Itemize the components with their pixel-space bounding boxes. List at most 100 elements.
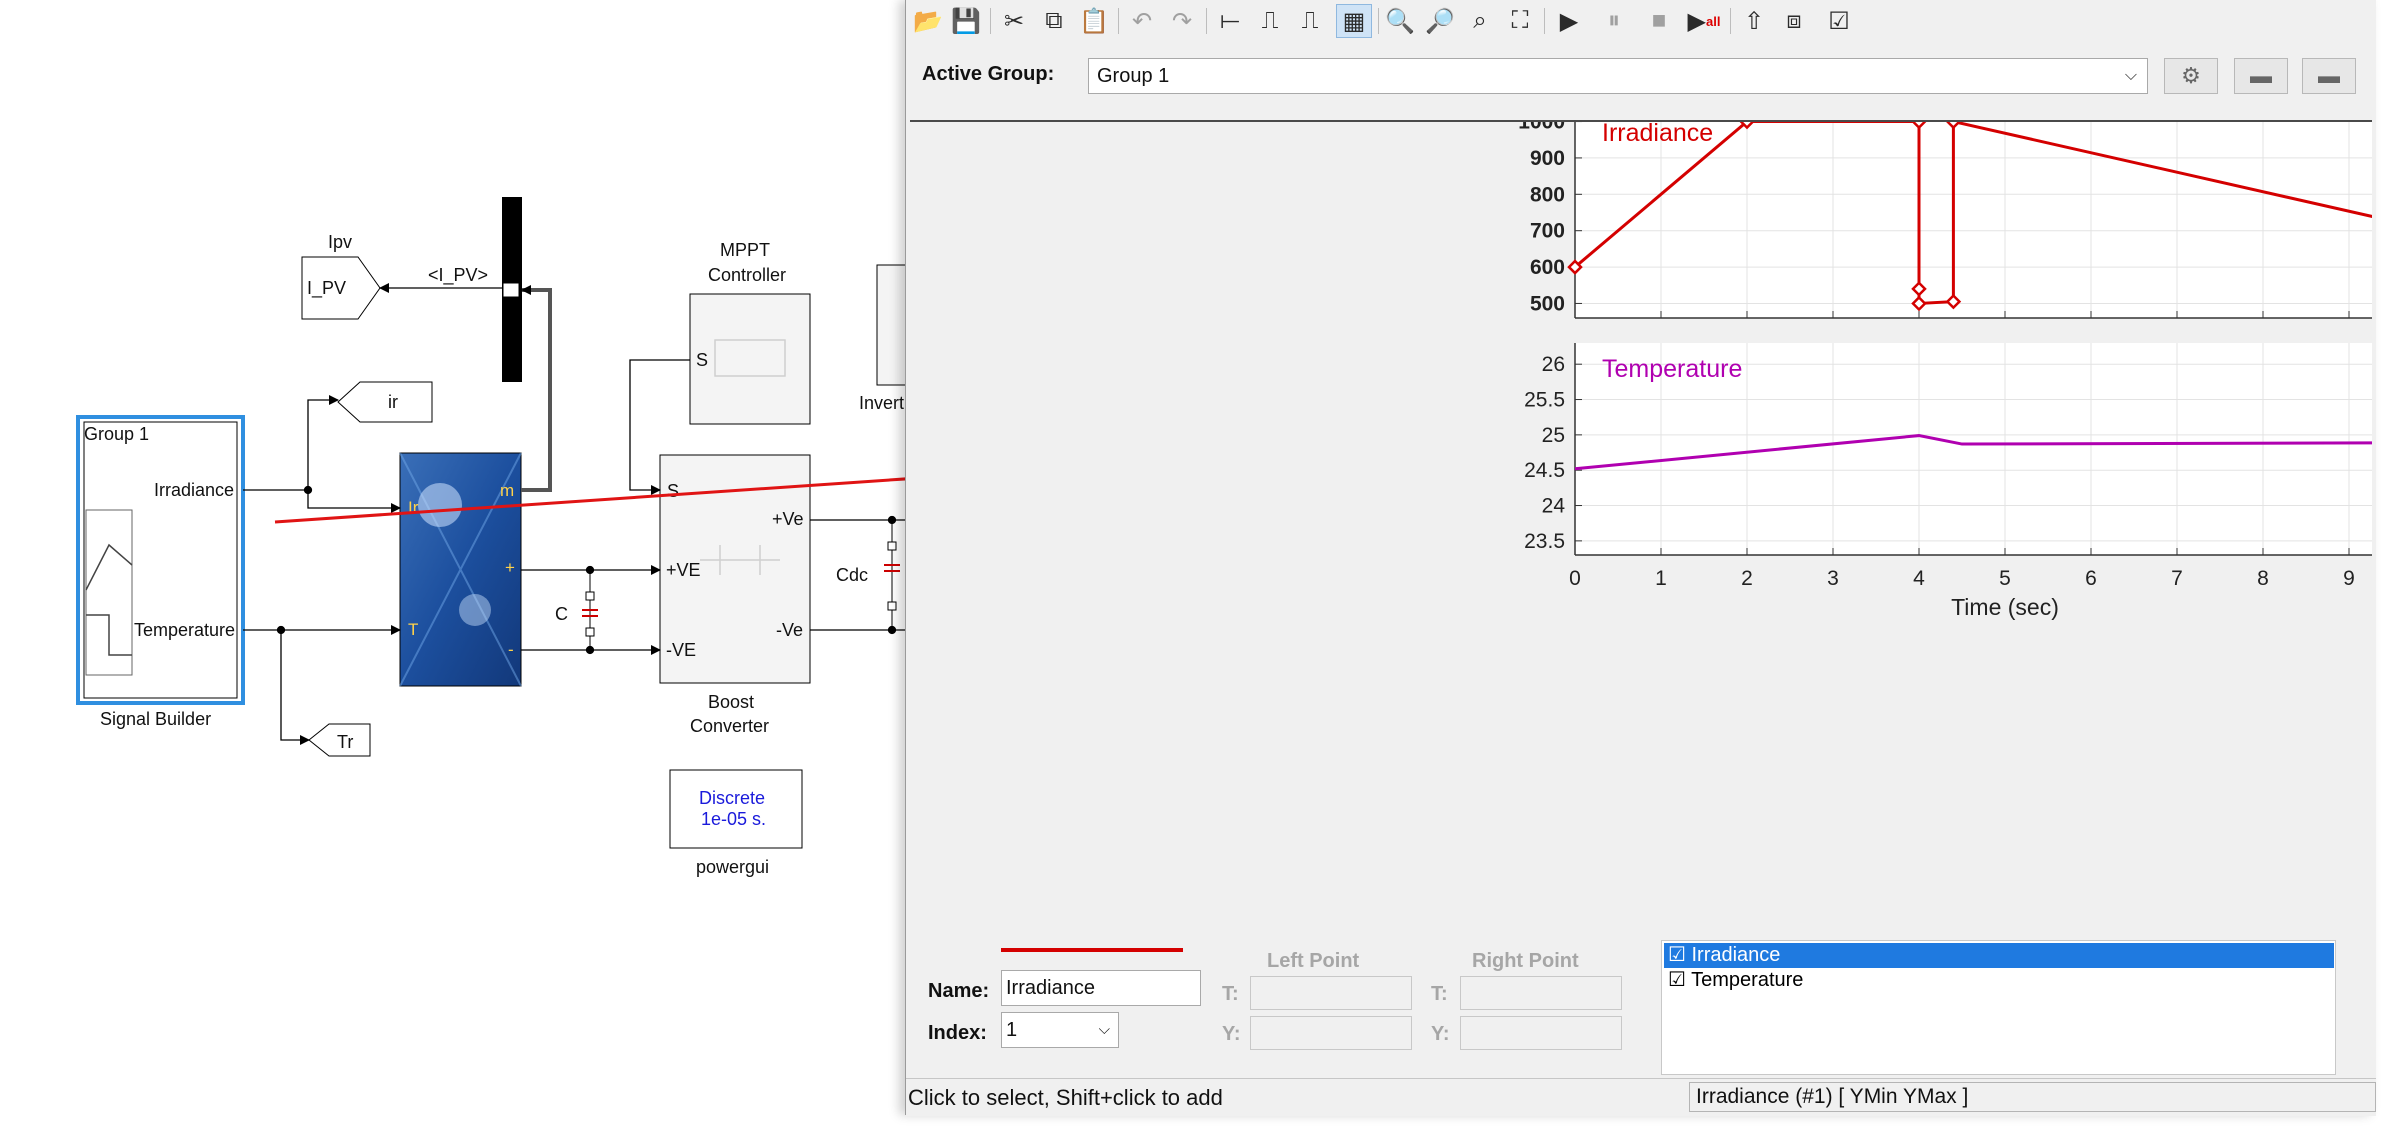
name-input[interactable]: Irradiance <box>1001 970 1201 1006</box>
copy-icon[interactable]: ⧉ <box>1045 7 1063 34</box>
boost-caption-1: Boost <box>708 692 754 712</box>
bus-selector-block[interactable]: <I_PV> <box>428 197 522 382</box>
x-tick-label: 5 <box>1999 567 2011 590</box>
toolbar-separator <box>1544 8 1545 34</box>
right-y-field[interactable] <box>1460 1016 1622 1050</box>
undo-icon[interactable]: ↶ <box>1131 7 1153 35</box>
mppt-title-2: Controller <box>708 265 786 285</box>
capacitor-c-label: C <box>555 604 568 624</box>
signal-list-item-temperature[interactable]: ☑ Temperature <box>1668 969 1804 991</box>
capacitor-cdc-label: Cdc <box>836 565 868 585</box>
powergui-block[interactable]: Discrete 1e-05 s. powergui <box>669 769 803 877</box>
status-signal-info: Irradiance (#1) [ YMin YMax ] <box>1689 1082 2376 1112</box>
run-all-badge: all <box>1706 13 1721 29</box>
cut-icon[interactable]: ✂ <box>1003 7 1025 35</box>
series-point <box>1911 295 1927 312</box>
x-tick-label: 8 <box>2257 567 2269 590</box>
simulink-model-canvas[interactable]: Group 1 Irradiance Temperature Signal Bu… <box>0 0 905 1133</box>
goto-ir-text: ir <box>388 392 398 412</box>
signal-line-swatch <box>1001 948 1183 952</box>
pv-array-block[interactable]: Ir T m + - <box>399 452 522 687</box>
zoom-y-icon[interactable]: 🔎 <box>1425 7 1455 35</box>
chevron-down-icon: ⌵ <box>1098 1021 1110 1038</box>
toolbar-separator <box>1378 8 1379 34</box>
stop-icon[interactable]: ■ <box>1651 7 1667 34</box>
active-group-panel: Active Group: Group 1 ⌵ ⚙ ▬ ▬ <box>912 50 2370 108</box>
y-tick-label: 600 <box>1530 256 1565 279</box>
open-icon[interactable]: 📂 <box>913 7 943 35</box>
y-tick-label: 1000 <box>1518 122 1565 134</box>
boost-out-vep: +Ve <box>772 509 804 529</box>
toolbar-separator <box>1118 8 1119 34</box>
right-t-field[interactable] <box>1460 976 1622 1010</box>
x-tick-label: 2 <box>1741 567 1753 590</box>
toolbar-separator <box>990 8 991 34</box>
y-tick-label: 500 <box>1530 292 1565 315</box>
export-icon[interactable]: ⧈ <box>1786 7 1802 34</box>
goto-ir-block[interactable]: ir <box>337 381 433 423</box>
x-tick-label: 9 <box>2343 567 2355 590</box>
inverter-block-partial[interactable]: Invert <box>859 264 905 413</box>
panel-button-1[interactable]: ▬ <box>2234 58 2288 94</box>
up-icon[interactable]: ⇧ <box>1743 7 1765 35</box>
left-y-field[interactable] <box>1250 1016 1412 1050</box>
goto-ipv-text: I_PV <box>307 278 346 299</box>
paste-icon[interactable]: 📋 <box>1079 7 1109 35</box>
index-label: Index: <box>928 1022 987 1044</box>
signal-list[interactable]: ☑ Irradiance ☑ Temperature <box>1661 940 2336 1075</box>
step-icon[interactable]: ⎍ <box>1261 7 1279 34</box>
index-select[interactable]: 1 ⌵ <box>1001 1012 1119 1048</box>
redo-icon[interactable]: ↷ <box>1171 7 1193 35</box>
run-all-icon[interactable]: ▶all <box>1687 7 1721 35</box>
signal-builder-caption: Signal Builder <box>100 709 211 729</box>
inverter-caption: Invert <box>859 393 904 413</box>
capacitor-cdc[interactable]: Cdc <box>836 520 900 630</box>
toolbar-separator <box>1206 8 1207 34</box>
save-icon[interactable]: 💾 <box>951 7 981 35</box>
zoom-t-icon[interactable]: 🔍 <box>1385 7 1415 35</box>
zoom-box-icon[interactable]: ⌕ <box>1473 7 1487 34</box>
y-tick-label: 24.5 <box>1524 459 1565 482</box>
y-tick-label: 23.5 <box>1524 530 1565 553</box>
model-wires <box>243 283 905 745</box>
boost-port-s: S <box>667 481 679 501</box>
panel-button-2[interactable]: ▬ <box>2302 58 2356 94</box>
pause-icon[interactable]: ⏸ <box>1608 7 1620 34</box>
toolbar-separator <box>1730 8 1731 34</box>
capacitor-c[interactable]: C <box>555 570 598 650</box>
y-tick-label: 26 <box>1542 353 1565 376</box>
left-point-label: Left Point <box>1267 950 1360 972</box>
gear-icon[interactable]: ⚙ <box>2164 58 2218 94</box>
name-label: Name: <box>928 980 990 1002</box>
active-group-select[interactable]: Group 1 ⌵ <box>1088 58 2148 94</box>
goto-tr-block[interactable]: Tr <box>308 723 371 757</box>
x-tick-label: 0 <box>1569 567 1581 590</box>
boost-converter-block[interactable]: S +VE -VE +Ve -Ve Boost Converter <box>659 454 811 736</box>
pv-port-t: T <box>408 620 418 639</box>
line-icon[interactable]: ⟝ <box>1220 7 1240 34</box>
status-bar: Click to select, Shift+click to add Irra… <box>906 1078 2376 1116</box>
x-tick-label: 4 <box>1913 567 1925 590</box>
left-t-field[interactable] <box>1250 976 1412 1010</box>
active-group-label: Active Group: <box>922 63 1055 85</box>
run-icon[interactable]: ▶ <box>1559 7 1579 35</box>
goto-ipv-caption: Ipv <box>328 232 352 252</box>
annotation-arrow <box>274 477 905 524</box>
series-point <box>1911 281 1927 297</box>
fit-icon[interactable]: ⛶ <box>1511 7 1529 34</box>
grid-icon[interactable]: ▦ <box>1336 4 1372 38</box>
goto-ipv-block[interactable]: Ipv I_PV <box>301 232 381 320</box>
axes-background <box>1575 343 2389 555</box>
signal-list-item-irradiance[interactable]: ☑ Irradiance <box>1664 943 2334 968</box>
signal-builder-port-temperature: Temperature <box>134 620 235 640</box>
pulse-icon[interactable]: ⎍ <box>1301 7 1319 34</box>
signal-builder-block[interactable]: Group 1 Irradiance Temperature Signal Bu… <box>76 415 245 729</box>
x-tick-label: 6 <box>2085 567 2097 590</box>
signal-builder-port-irradiance: Irradiance <box>154 480 234 500</box>
mppt-controller-block[interactable]: MPPT Controller S <box>689 240 811 425</box>
y-tick-label: 25 <box>1542 424 1565 447</box>
x-axis-label: Time (sec) <box>1951 594 2059 620</box>
report-icon[interactable]: ☑ <box>1828 7 1850 35</box>
